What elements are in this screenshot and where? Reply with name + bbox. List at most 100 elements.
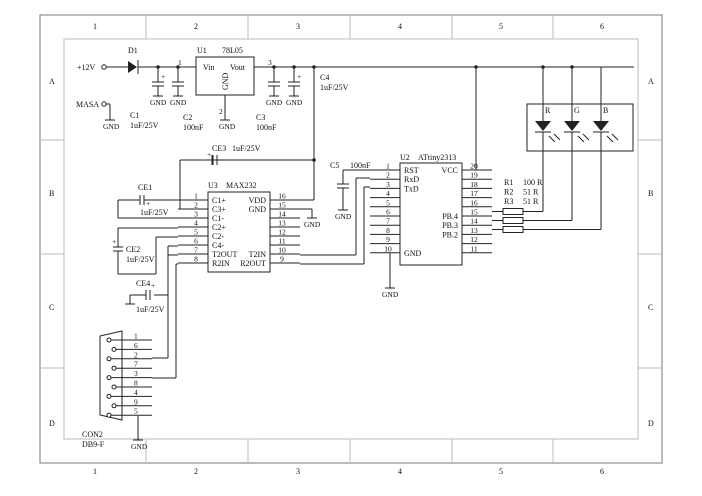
ce3-ref: CE3	[212, 144, 226, 153]
c5-ref: C5	[330, 161, 339, 170]
pin-number: 1	[194, 192, 198, 201]
db9-ref: CON2	[82, 430, 103, 439]
pin-number: 13	[278, 219, 286, 228]
db9-pin-number: 7	[134, 360, 138, 369]
db9-pin-number: 2	[134, 350, 138, 359]
svg-text:GND: GND	[335, 212, 352, 221]
regulator-u1	[195, 56, 255, 96]
zone-col-top: 2	[194, 22, 198, 31]
resistor-r1	[502, 208, 524, 215]
db9-pin-number: 9	[134, 397, 138, 406]
pin-label: PB.4	[442, 212, 458, 221]
led-channel-label: B	[603, 106, 608, 115]
pin-number: 5	[194, 228, 198, 237]
zone-col-bottom: 4	[398, 467, 402, 476]
c4-ref: C4	[320, 73, 329, 82]
led-b-symbol	[593, 121, 609, 131]
ce2-value: 1uF/25V	[126, 255, 155, 264]
svg-text:GND: GND	[221, 72, 230, 90]
svg-text:3: 3	[268, 58, 272, 67]
pin-label: TxD	[404, 184, 419, 193]
pin-number: 6	[194, 237, 198, 246]
zone-row-left: D	[49, 419, 55, 428]
pin-label: VDD	[249, 196, 267, 205]
zone-row-right: A	[648, 77, 654, 86]
pin-label: PB.3	[442, 221, 458, 230]
zone-col-top: 1	[93, 22, 97, 31]
db9-pin	[111, 403, 117, 409]
svg-text:GND: GND	[266, 98, 283, 107]
pin-number: 6	[386, 208, 390, 217]
resistor-ref: R1	[504, 178, 513, 187]
db9-pin-number: 8	[134, 379, 138, 388]
pin-number: 10	[278, 246, 286, 255]
masa-terminal	[101, 101, 107, 107]
pin-number: 16	[470, 198, 478, 207]
max232-u3	[207, 191, 271, 273]
c2-value: 100nF	[183, 123, 204, 132]
zone-col-top: 4	[398, 22, 402, 31]
svg-text:GND: GND	[219, 122, 236, 131]
u1-ref: U1	[197, 46, 207, 55]
db9-part: DB9-F	[82, 440, 105, 449]
led-g-symbol	[564, 121, 580, 131]
pin-label: GND	[404, 249, 422, 258]
masa-label: MASA	[76, 100, 99, 109]
pin-number: 20	[470, 162, 478, 171]
u3-part: MAX232	[226, 181, 257, 190]
zone-col-top: 6	[600, 22, 604, 31]
pin-number: 13	[470, 226, 478, 235]
svg-text:Vin: Vin	[203, 63, 215, 72]
zone-row-left: C	[49, 303, 54, 312]
pin-label: T2OUT	[212, 250, 237, 259]
zone-col-bottom: 5	[499, 467, 503, 476]
pin-number: 3	[386, 180, 390, 189]
db9-pin-number: 3	[134, 369, 138, 378]
pin-number: 9	[386, 235, 390, 244]
pin-number: 9	[280, 255, 284, 264]
pin-number: 7	[194, 246, 198, 255]
svg-text:+: +	[207, 150, 211, 159]
pin-label: T2IN	[249, 250, 267, 259]
svg-text:Vout: Vout	[230, 63, 246, 72]
zone-col-bottom: 6	[600, 467, 604, 476]
led-r-symbol	[535, 121, 551, 131]
v12-label: +12V	[77, 63, 96, 72]
resistor-r3	[502, 226, 524, 233]
pin-label: C2+	[212, 223, 226, 232]
u2-ref: U2	[400, 153, 410, 162]
db9-pin	[106, 337, 112, 343]
led-channel-label: R	[545, 106, 551, 115]
svg-text:GND: GND	[131, 442, 148, 451]
u3-ref: U3	[208, 181, 218, 190]
pin-number: 14	[278, 210, 286, 219]
db9-pin	[111, 384, 117, 390]
db9-pin-number: 6	[134, 341, 138, 350]
db9-pin	[106, 412, 112, 418]
svg-text:1: 1	[178, 58, 182, 67]
db9-pin	[106, 393, 112, 399]
db9-pin	[111, 365, 117, 371]
zone-col-bottom: 2	[194, 467, 198, 476]
pin-number: 1	[386, 162, 390, 171]
db9-pin-number: 5	[134, 407, 138, 416]
ce3-value: 1uF/25V	[232, 144, 261, 153]
c4-value: 1uF/25V	[320, 83, 349, 92]
pin-number: 8	[386, 226, 390, 235]
zone-col-top: 3	[296, 22, 300, 31]
pin-label: PB.2	[442, 230, 458, 239]
svg-text:GND: GND	[170, 98, 187, 107]
ce4-ref: CE4	[136, 279, 150, 288]
pin-number: 17	[470, 189, 478, 198]
c1-ref: C1	[130, 111, 139, 120]
resistor-value: 51 R	[523, 197, 539, 206]
sheet-outer-frame	[39, 14, 663, 464]
diode-d1	[128, 61, 137, 73]
c2-ref: C2	[183, 113, 192, 122]
db9-connector	[99, 330, 123, 421]
